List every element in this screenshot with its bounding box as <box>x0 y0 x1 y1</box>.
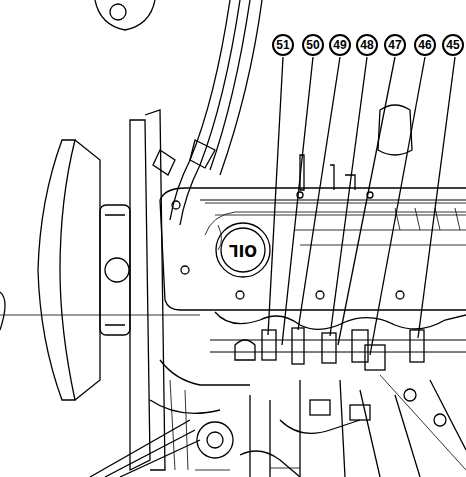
callout-number: 46 <box>414 34 436 56</box>
callout-number: 49 <box>329 34 351 56</box>
callout-number: 47 <box>384 34 406 56</box>
callout-number: 45 <box>442 34 464 56</box>
callout-number: 48 <box>356 34 378 56</box>
cap-lettering: OIL <box>228 241 258 259</box>
callout-number: 50 <box>302 34 324 56</box>
callout-number: 51 <box>272 34 294 56</box>
